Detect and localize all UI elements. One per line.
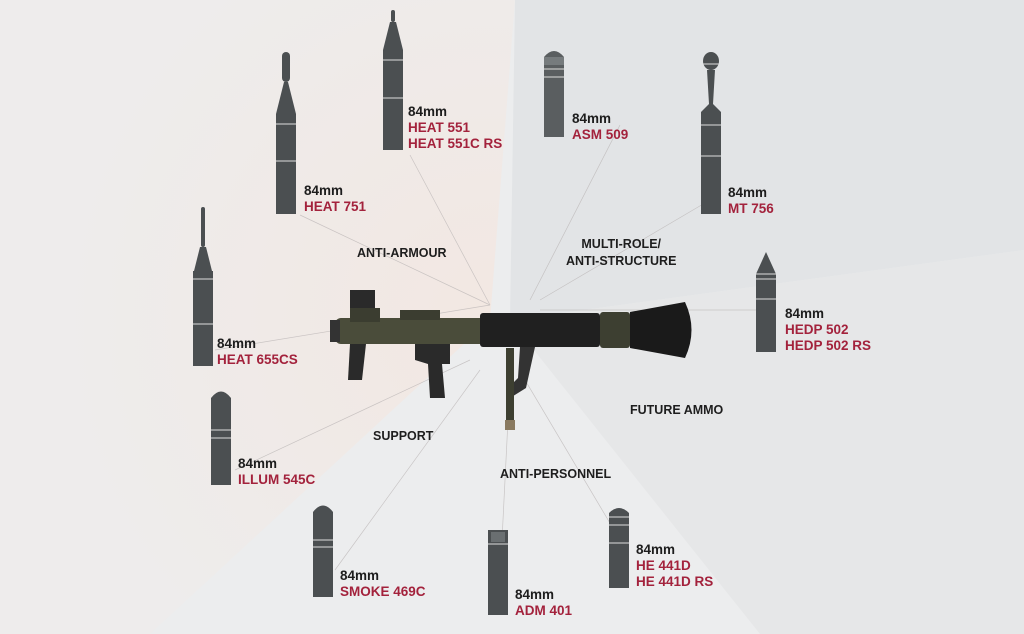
round-name: HE 441D [636, 558, 691, 573]
round-name: ADM 401 [515, 603, 573, 618]
round-name: HEAT 655CS [217, 352, 298, 367]
round-asm-509 [543, 47, 565, 138]
caliber: 84mm [217, 336, 257, 351]
round-illum-545c [210, 388, 232, 486]
caliber: 84mm [515, 587, 555, 602]
category-line: ANTI-STRUCTURE [566, 254, 677, 268]
caliber: 84mm [572, 111, 612, 126]
round-heat-551 [382, 10, 404, 151]
round-name: MT 756 [728, 201, 774, 216]
category-anti-personnel: ANTI-PERSONNEL [500, 467, 612, 481]
recoilless-rifle [330, 290, 692, 430]
category-future-ammo: FUTURE AMMO [630, 403, 724, 417]
round-name: SMOKE 469C [340, 584, 426, 599]
category-anti-armour: ANTI-ARMOUR [357, 246, 447, 260]
round-name: ILLUM 545C [238, 472, 316, 487]
round-name: HE 441D RS [636, 574, 714, 589]
caliber: 84mm [785, 306, 825, 321]
round-heat-751 [275, 52, 297, 215]
category-multi-role: MULTI-ROLE/ANTI-STRUCTURE [566, 236, 676, 270]
caliber: 84mm [340, 568, 380, 583]
caliber: 84mm [304, 183, 344, 198]
round-name: HEAT 551 [408, 120, 471, 135]
round-adm-401 [487, 530, 509, 616]
round-hedp-502 [755, 252, 777, 353]
caliber: 84mm [728, 185, 768, 200]
category-line: MULTI-ROLE/ [581, 237, 662, 251]
caliber: 84mm [238, 456, 278, 471]
round-heat-655cs [192, 207, 214, 367]
round-name: ASM 509 [572, 127, 629, 142]
round-he-441d [608, 505, 630, 589]
round-name: HEDP 502 RS [785, 338, 872, 353]
caliber: 84mm [636, 542, 676, 557]
caliber: 84mm [408, 104, 448, 119]
round-name: HEAT 551C RS [408, 136, 503, 151]
category-support: SUPPORT [373, 429, 434, 443]
round-smoke-469c [312, 502, 334, 598]
round-name: HEDP 502 [785, 322, 849, 337]
round-mt-756 [700, 52, 722, 215]
round-name: HEAT 751 [304, 199, 367, 214]
